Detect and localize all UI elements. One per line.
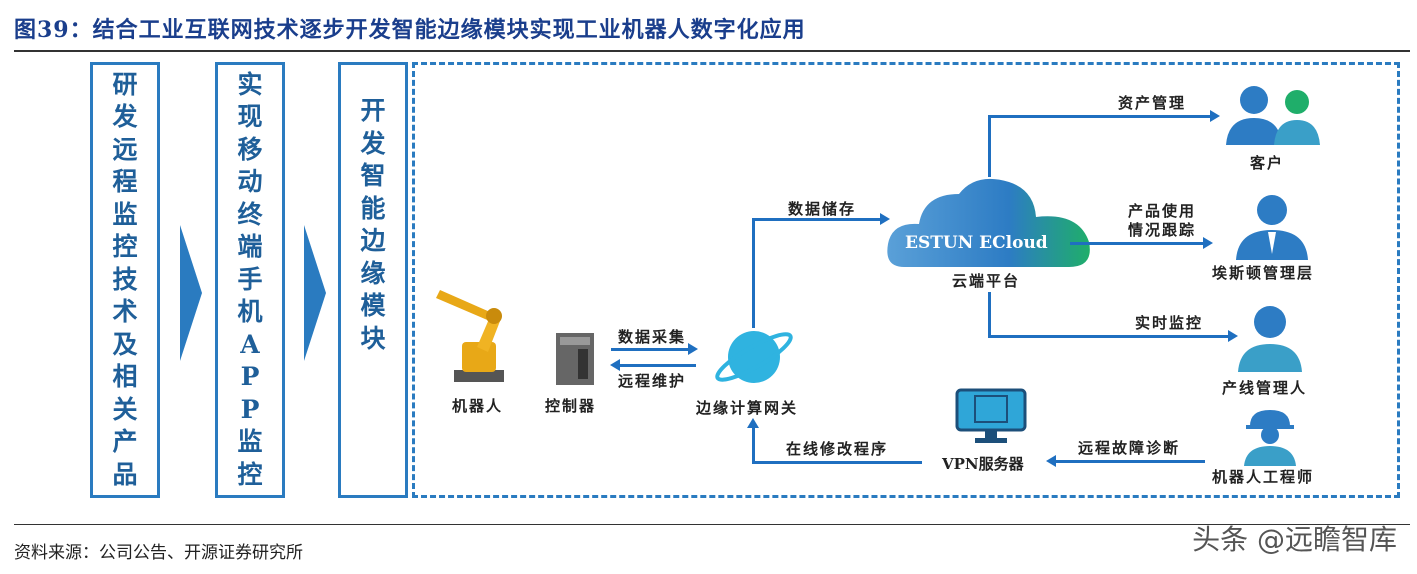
line-manager-label: 产线管理人 xyxy=(1222,379,1308,397)
customer-label: 客户 xyxy=(1250,154,1285,172)
step-3-text: 开发智能边缘模块 xyxy=(360,96,386,353)
edge-data-collect: 数据采集 xyxy=(618,328,687,346)
gateway-planet-icon xyxy=(715,331,793,383)
cloud-brand: ESTUN ECloud xyxy=(905,233,1048,253)
cloud-icon xyxy=(887,178,1090,267)
customer-icon xyxy=(1226,86,1320,145)
manager-icon xyxy=(1236,195,1308,260)
figure-title: 图39：结合工业互联网技术逐步开发智能边缘模块实现工业机器人数字化应用 xyxy=(14,17,806,43)
edge-asset-mgmt: 资产管理 xyxy=(1118,94,1187,112)
edge-usage-2: 情况跟踪 xyxy=(1128,221,1197,239)
robot-arm-icon xyxy=(436,290,504,382)
cloud-label: 云端平台 xyxy=(952,272,1021,290)
arrow-right-icon xyxy=(880,213,890,225)
vpn-monitor-icon xyxy=(955,388,1027,443)
arrow-right-icon xyxy=(1203,237,1213,249)
edge-realtime: 实时监控 xyxy=(1135,314,1204,332)
robot-label: 机器人 xyxy=(452,397,504,415)
step-box-2: 实现移动终端手机APP监控 xyxy=(215,62,285,498)
watermark: 头条 @远瞻智库 xyxy=(1192,523,1397,556)
top-divider xyxy=(14,50,1410,52)
line-manager-icon xyxy=(1238,306,1302,372)
arrow-left-icon xyxy=(1046,455,1056,467)
edge-data-store: 数据储存 xyxy=(788,200,857,218)
bottom-divider xyxy=(14,524,1410,525)
arrow-up-icon xyxy=(747,418,759,428)
engineer-label: 机器人工程师 xyxy=(1212,468,1315,486)
chevron-right-icon xyxy=(304,225,326,361)
edge-remote-diag: 远程故障诊断 xyxy=(1078,439,1181,457)
controller-icon xyxy=(556,333,594,385)
arrow-right-icon xyxy=(1210,110,1220,122)
vpn-label: VPN服务器 xyxy=(942,455,1024,473)
arrow-right-icon xyxy=(1228,330,1238,342)
management-label: 埃斯顿管理层 xyxy=(1212,264,1315,282)
engineer-icon xyxy=(1244,410,1296,466)
chevron-right-icon xyxy=(180,225,202,361)
step-1-text: 研发远程监控技术及相关产品 xyxy=(112,69,138,489)
edge-usage-1: 产品使用 xyxy=(1128,202,1197,220)
step-box-3: 开发智能边缘模块 xyxy=(338,62,408,498)
step-2-text: 实现移动终端手机APP监控 xyxy=(237,69,263,489)
edge-online-edit: 在线修改程序 xyxy=(786,440,889,458)
edge-remote-maint: 远程维护 xyxy=(618,372,687,390)
step-box-1: 研发远程监控技术及相关产品 xyxy=(90,62,160,498)
arrow-right-icon xyxy=(688,343,698,355)
controller-label: 控制器 xyxy=(545,397,597,415)
source-note: 资料来源：公司公告、开源证券研究所 xyxy=(14,543,303,563)
gateway-label: 边缘计算网关 xyxy=(696,399,799,417)
arrow-left-icon xyxy=(610,359,620,371)
architecture-panel xyxy=(412,62,1400,498)
